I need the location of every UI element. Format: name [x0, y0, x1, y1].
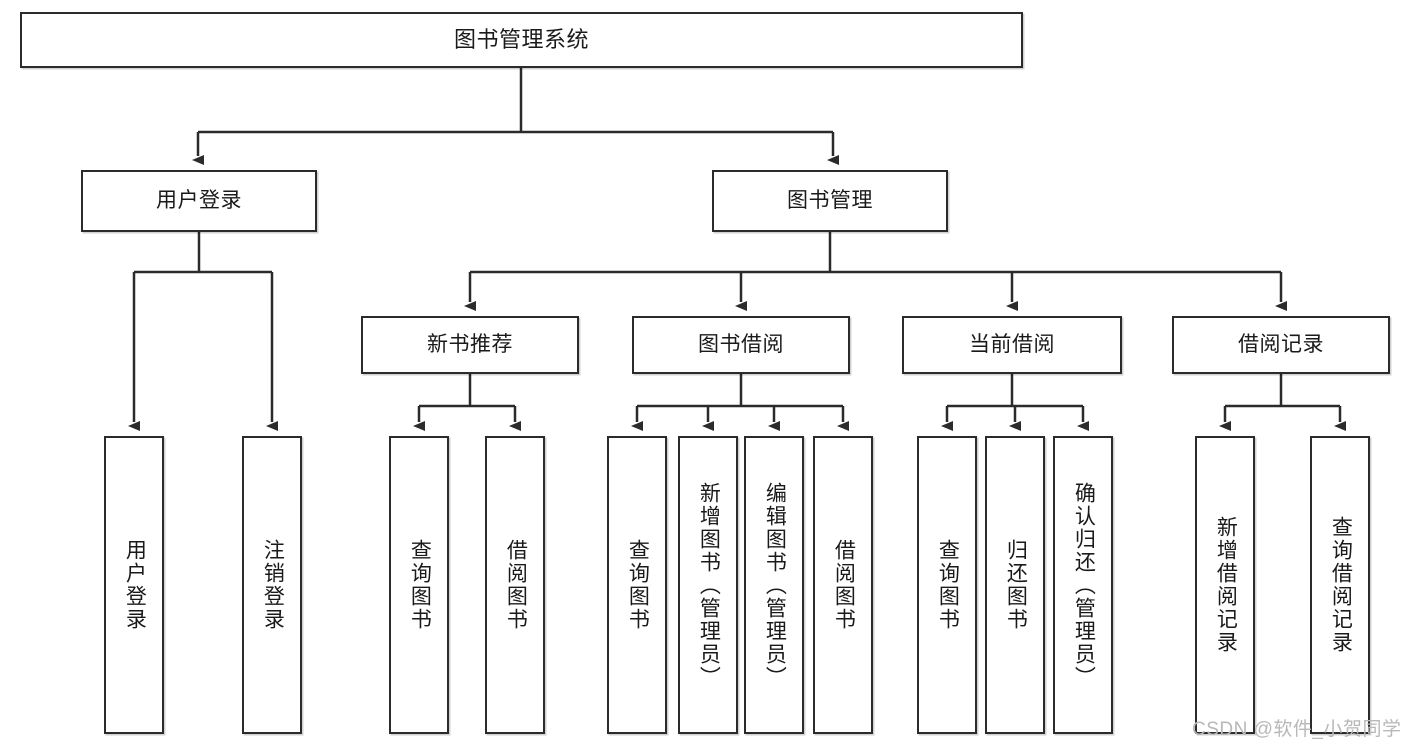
node-leaf-query-books-borrow[interactable]: 查询图书	[607, 436, 667, 734]
node-leaf-add-book-admin[interactable]: 新增图书（管理员）	[678, 436, 738, 734]
node-leaf-borrow-books-label: 借阅图书	[832, 539, 856, 631]
node-leaf-user-login[interactable]: 用户登录	[104, 436, 164, 734]
node-leaf-borrow-books-recommend[interactable]: 借阅图书	[485, 436, 545, 734]
node-leaf-query-books-current[interactable]: 查询图书	[917, 436, 977, 734]
csdn-watermark: CSDN @软件_小贺同学	[1192, 719, 1402, 740]
node-root[interactable]: 图书管理系统	[20, 12, 1023, 68]
node-leaf-user-login-label: 用户登录	[123, 539, 147, 631]
node-leaf-query-books-current-label: 查询图书	[936, 539, 960, 631]
node-leaf-return-books-label: 归还图书	[1004, 539, 1028, 631]
node-new-book-recommend-label: 新书推荐	[427, 332, 513, 356]
node-book-borrow-label: 图书借阅	[698, 332, 784, 356]
node-leaf-edit-book-admin[interactable]: 编辑图书（管理员）	[744, 436, 804, 734]
node-leaf-add-borrow-record[interactable]: 新增借阅记录	[1195, 436, 1255, 734]
node-leaf-add-book-admin-label: 新增图书（管理员）	[697, 481, 721, 689]
node-new-book-recommend[interactable]: 新书推荐	[361, 316, 579, 374]
node-leaf-confirm-return-admin-label: 确认归还（管理员）	[1072, 481, 1096, 689]
node-current-borrow-label: 当前借阅	[969, 332, 1055, 356]
node-leaf-confirm-return-admin[interactable]: 确认归还（管理员）	[1053, 436, 1113, 734]
node-leaf-logout[interactable]: 注销登录	[242, 436, 302, 734]
node-user-login-label: 用户登录	[156, 188, 242, 212]
node-borrow-record-label: 借阅记录	[1238, 332, 1324, 356]
node-leaf-return-books[interactable]: 归还图书	[985, 436, 1045, 734]
node-leaf-query-books-recommend[interactable]: 查询图书	[389, 436, 449, 734]
node-leaf-edit-book-admin-label: 编辑图书（管理员）	[763, 481, 787, 689]
node-book-borrow[interactable]: 图书借阅	[632, 316, 850, 374]
node-leaf-logout-label: 注销登录	[261, 539, 285, 631]
node-book-management[interactable]: 图书管理	[712, 170, 948, 232]
node-leaf-borrow-books-recommend-label: 借阅图书	[504, 539, 528, 631]
node-user-login[interactable]: 用户登录	[81, 170, 317, 232]
node-leaf-borrow-books[interactable]: 借阅图书	[813, 436, 873, 734]
node-book-management-label: 图书管理	[787, 188, 873, 212]
node-leaf-add-borrow-record-label: 新增借阅记录	[1214, 516, 1238, 654]
node-current-borrow[interactable]: 当前借阅	[902, 316, 1122, 374]
node-borrow-record[interactable]: 借阅记录	[1172, 316, 1390, 374]
node-leaf-query-books-borrow-label: 查询图书	[626, 539, 650, 631]
node-leaf-query-borrow-record[interactable]: 查询借阅记录	[1310, 436, 1370, 734]
node-leaf-query-borrow-record-label: 查询借阅记录	[1329, 516, 1353, 654]
node-root-label: 图书管理系统	[453, 27, 589, 53]
node-leaf-query-books-recommend-label: 查询图书	[408, 539, 432, 631]
